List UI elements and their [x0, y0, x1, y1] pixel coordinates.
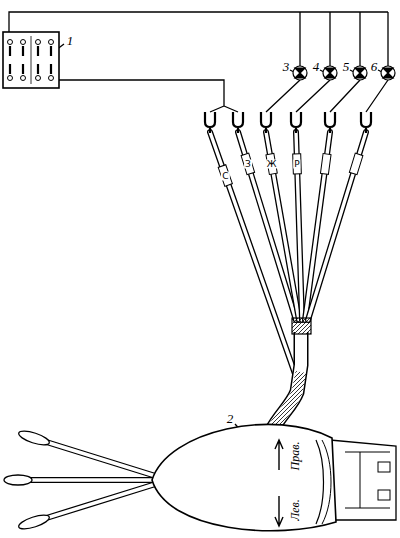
turn-switch — [4, 424, 396, 531]
wire-tag — [266, 153, 277, 174]
fork-terminal — [325, 112, 335, 133]
wire-tag — [241, 153, 255, 174]
cable-wires — [210, 132, 366, 388]
direction-label: Лев. — [289, 499, 301, 521]
direction-label: Прав. — [289, 442, 301, 471]
callout-number: 2 — [227, 412, 234, 425]
terminal-block — [3, 32, 59, 88]
wire-core — [238, 132, 296, 320]
fork-terminal — [205, 112, 215, 133]
fork-terminals — [205, 112, 371, 186]
callout-number: 5 — [343, 60, 350, 73]
callout-number: 1 — [67, 34, 74, 47]
wires — [9, 12, 388, 434]
wire-sheath — [210, 132, 300, 388]
callout-number: 3 — [283, 60, 290, 73]
cable-harness — [272, 318, 311, 430]
wire-tag-letter: С — [221, 171, 229, 180]
wire-tag-letter: Ж — [266, 159, 278, 168]
fork-terminal — [291, 112, 301, 133]
wire-tag — [293, 154, 302, 174]
callout-number: 6 — [371, 60, 378, 73]
callout-number: 4 — [313, 60, 320, 73]
wire-core — [210, 132, 300, 388]
wire-tag — [218, 165, 232, 187]
fork-terminal — [233, 112, 243, 133]
fork-terminal — [361, 112, 371, 133]
wire-tag — [320, 154, 331, 175]
wire-tag-letter: З — [244, 159, 252, 168]
wire-sheath — [308, 132, 366, 320]
wire-tag-letter: Р — [293, 159, 300, 168]
wire-core — [308, 132, 366, 320]
wire-sheath — [238, 132, 296, 320]
wire-tag — [349, 153, 363, 174]
fork-terminal — [261, 112, 271, 133]
